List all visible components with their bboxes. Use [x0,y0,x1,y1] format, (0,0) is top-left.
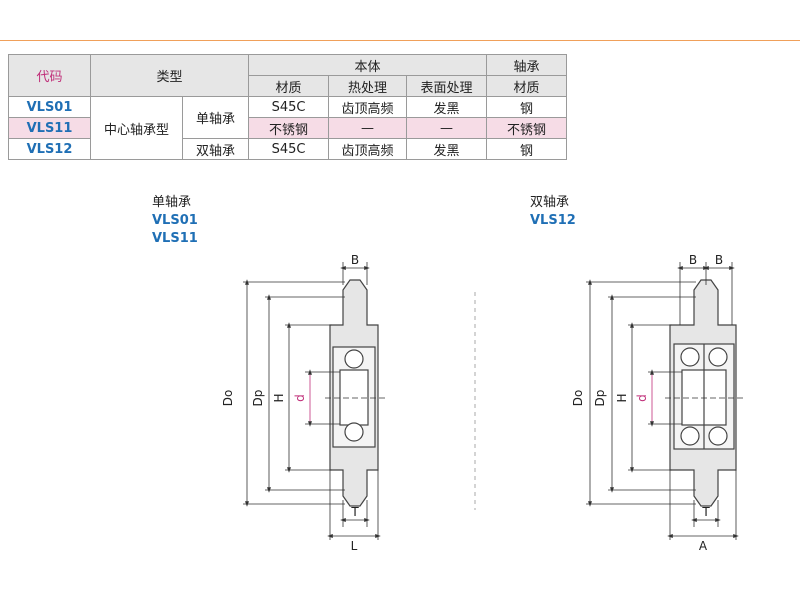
row-bearing: 钢 [486,138,568,160]
dim-Do-label-right: Do [571,390,585,407]
dim-T-label-right: T [701,505,710,519]
left-title: 单轴承 [152,195,192,210]
row-material: S45C [248,138,330,160]
dim-T-label: T [350,505,359,519]
header-bearing: 轴承 [486,54,568,76]
left-ball-top [344,349,364,369]
row-subtype: 单轴承 [181,96,250,139]
row-code: VLS11 [8,117,91,139]
header-surface: 表面处理 [406,75,488,97]
dim-A-label-right: A [699,539,708,553]
dim-Dp-label-right: Dp [593,390,607,407]
header-code: 代码 [8,54,91,97]
row-heat: — [328,117,408,139]
right-code-1: VLS12 [530,213,576,228]
row-bearing: 不锈钢 [486,117,568,139]
dim-L-label: L [351,539,358,553]
right-sprocket-drawing [669,279,737,507]
right-ball-4 [708,426,728,446]
row-code: VLS01 [8,96,91,118]
dim-B1-label-right: B [689,253,697,267]
dim-Do-label: Do [221,390,235,407]
type-main: 中心轴承型 [90,96,183,160]
table-row: VLS01 中心轴承型 单轴承 S45C 齿顶高频 发黑 钢 [8,96,568,160]
row-code: VLS12 [8,138,91,160]
row-heat: 齿顶高频 [328,138,408,160]
left-sprocket-drawing [329,279,379,507]
header-material: 材质 [248,75,330,97]
dim-H-label-right: H [615,393,629,402]
dim-d-label-right: d [635,394,649,402]
dim-d-label: d [293,394,307,402]
left-bearing-inner [339,369,369,426]
left-caption: 单轴承 VLS01 VLS11 [152,194,198,248]
row-surface: 发黑 [406,96,488,118]
right-title: 双轴承 [530,195,570,210]
left-ball-bottom [344,422,364,442]
right-ball-2 [708,347,728,367]
spec-table: 代码 类型 本体 轴承 材质 热处理 表面处理 材质 VLS01 中心轴承型 单… [8,54,568,160]
right-caption: 双轴承 VLS12 [530,194,576,230]
dim-B-label: B [351,253,359,267]
header-type: 类型 [89,54,250,97]
dim-Dp-label: Dp [251,390,265,407]
dim-H-label: H [272,393,286,402]
row-surface: 发黑 [406,138,488,160]
left-code-1: VLS01 [152,213,198,228]
table-row: VLS11 不锈钢 — — 不锈钢 [8,117,568,139]
table-row: VLS12 双轴承 S45C 齿顶高频 发黑 钢 [8,138,568,160]
right-ball-1 [680,347,700,367]
dim-B2-label-right: B [715,253,723,267]
top-divider [0,40,800,41]
row-subtype: 双轴承 [181,138,250,160]
right-ball-3 [680,426,700,446]
row-heat: 齿顶高频 [328,96,408,118]
left-code-2: VLS11 [152,231,198,246]
